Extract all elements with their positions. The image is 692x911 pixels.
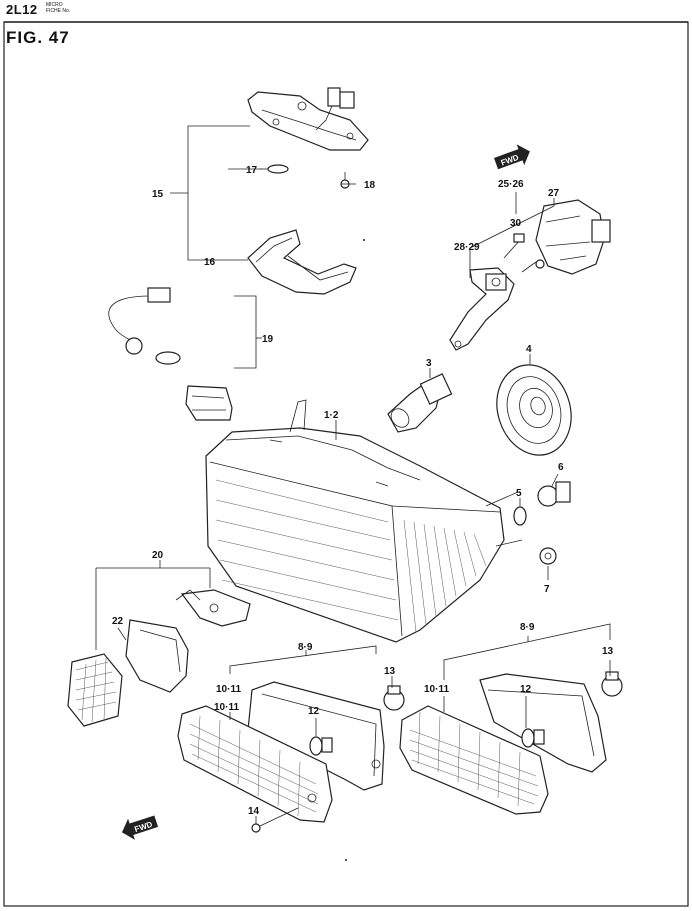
callout-10-11-left-lower: 10·11 bbox=[214, 702, 239, 713]
side-marker-socket-13-left bbox=[383, 685, 405, 711]
section-code: 2L12 bbox=[6, 2, 38, 17]
bolt-30 bbox=[503, 233, 525, 259]
callout-4: 4 bbox=[526, 344, 532, 355]
callout-12-right: 12 bbox=[520, 684, 532, 695]
callout-22: 22 bbox=[112, 616, 124, 627]
rubber-boot-4 bbox=[496, 364, 572, 456]
callout-13-right: 13 bbox=[602, 646, 614, 657]
side-bulb-5 bbox=[513, 506, 527, 526]
fwd-arrow-bottom: FWD bbox=[121, 815, 159, 840]
callout-8-9-right: 8·9 bbox=[520, 622, 535, 633]
callout-3: 3 bbox=[426, 358, 432, 369]
microfiche-label: MICRO FICHE No. bbox=[46, 2, 70, 14]
callout-14: 14 bbox=[248, 806, 260, 817]
socket-6 bbox=[537, 481, 571, 507]
callout-10-11-right: 10·11 bbox=[424, 684, 449, 695]
headlamp-housing-1-2 bbox=[205, 399, 523, 643]
callout-25-26: 25·26 bbox=[498, 179, 524, 190]
callout-15: 15 bbox=[152, 189, 164, 200]
bracket-assembly-15 bbox=[247, 87, 369, 151]
callout-13-left: 13 bbox=[384, 666, 396, 677]
screw-18 bbox=[340, 172, 350, 189]
side-marker-bulb-12-left bbox=[309, 736, 333, 756]
callout-8-9-left: 8·9 bbox=[298, 642, 313, 653]
fog-lamp-body-22 bbox=[125, 619, 189, 693]
side-marker-lens-right bbox=[399, 705, 549, 815]
figure-number: FIG. 47 bbox=[6, 28, 70, 47]
callout-20: 20 bbox=[152, 550, 164, 561]
callout-17: 17 bbox=[246, 165, 258, 176]
side-marker-bulb-12-right bbox=[521, 728, 545, 748]
micro-line-2: FICHE No. bbox=[46, 8, 71, 14]
callout-19: 19 bbox=[262, 334, 274, 345]
callout-7: 7 bbox=[544, 584, 550, 595]
side-marker-socket-13-right bbox=[601, 671, 623, 697]
callout-16: 16 bbox=[204, 257, 216, 268]
leveling-motor-27 bbox=[521, 199, 611, 275]
side-marker-housing-right bbox=[479, 673, 607, 773]
callout-10-11-left: 10·11 bbox=[216, 684, 241, 695]
fog-lamp-bracket-20 bbox=[175, 589, 251, 627]
callout-28-29: 28·29 bbox=[454, 242, 480, 253]
callout-5: 5 bbox=[516, 488, 522, 499]
callout-12-left: 12 bbox=[308, 706, 320, 717]
fwd-arrow-top: FWD bbox=[494, 144, 530, 170]
bulb-17 bbox=[260, 164, 289, 174]
callout-30: 30 bbox=[510, 218, 522, 229]
bracket-28-29 bbox=[449, 267, 515, 351]
callout-1-2: 1·2 bbox=[324, 410, 339, 421]
fog-lamp-lens bbox=[67, 653, 123, 727]
side-marker-lens-left bbox=[177, 705, 333, 823]
grommet-7 bbox=[539, 547, 557, 565]
socket-harness-19 bbox=[108, 287, 233, 421]
callout-27: 27 bbox=[548, 188, 560, 199]
callout-6: 6 bbox=[558, 462, 564, 473]
micro-line-1: MICRO bbox=[46, 2, 63, 8]
headlamp-bulb-3 bbox=[387, 373, 453, 433]
cover-16 bbox=[247, 229, 357, 295]
callout-18: 18 bbox=[364, 180, 376, 191]
